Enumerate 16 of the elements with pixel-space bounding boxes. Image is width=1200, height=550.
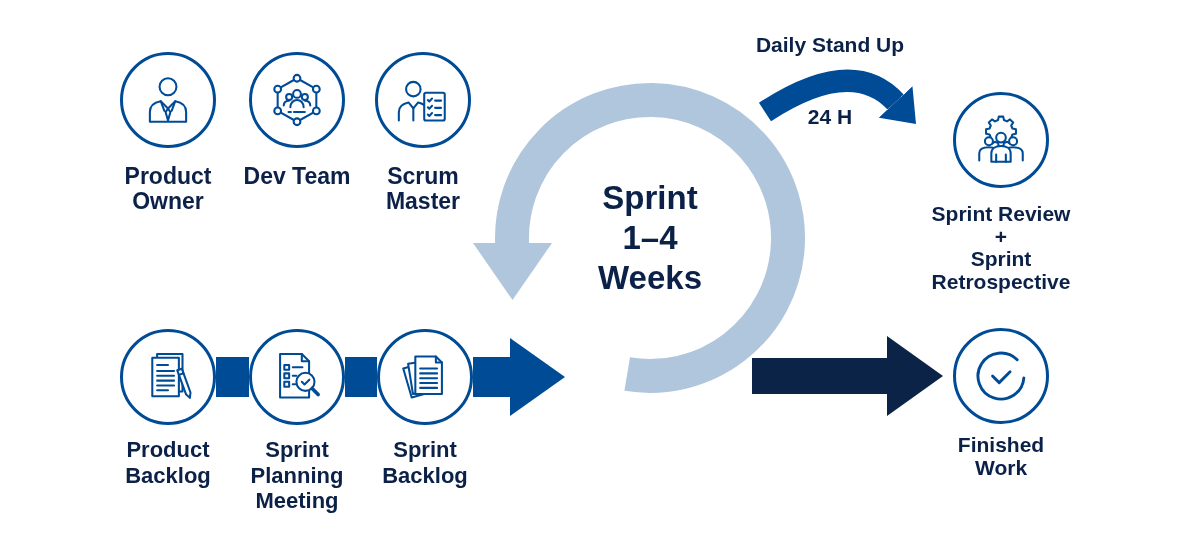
- duration-label: 24 H: [807, 105, 853, 129]
- cycle-label: Sprint 1–4 Weeks: [597, 178, 703, 298]
- node-label: Scrum Master: [384, 164, 462, 214]
- node-label: Sprint Review: [931, 203, 1071, 226]
- node-label: +: [994, 225, 1008, 248]
- node-label: Product Owner: [123, 164, 213, 214]
- node-label: Product Backlog: [124, 437, 212, 488]
- flow-arrow: [752, 336, 943, 416]
- event-label: Daily Stand Up: [755, 33, 905, 57]
- node-label: Dev Team: [243, 164, 351, 189]
- node-label: Sprint Backlog: [381, 437, 469, 488]
- flow-band: [216, 357, 249, 397]
- node-label: Sprint Retrospective: [930, 248, 1072, 293]
- node-label: Finished Work: [956, 433, 1046, 479]
- flow-arrow: [473, 338, 565, 416]
- node-label: Sprint Planning Meeting: [249, 437, 345, 514]
